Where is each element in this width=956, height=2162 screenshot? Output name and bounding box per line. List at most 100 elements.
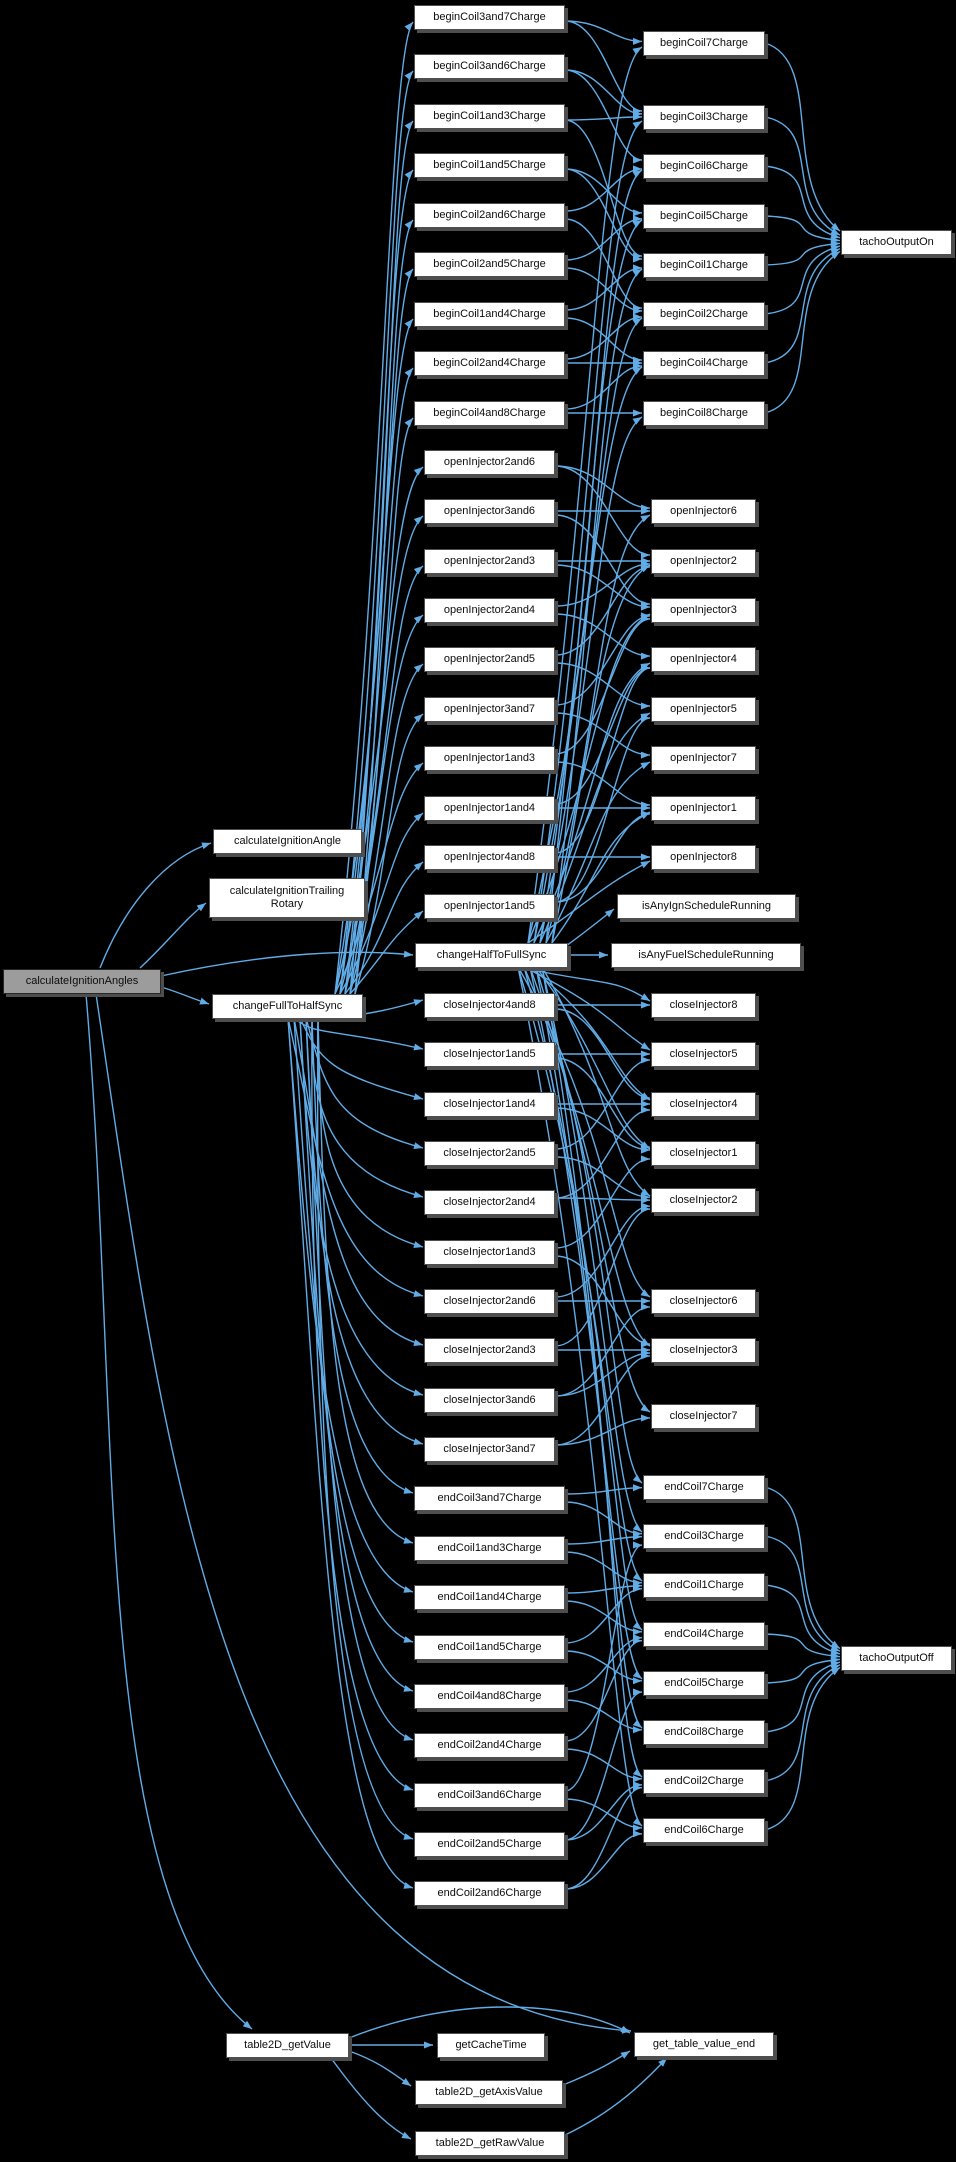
node-closeInjector3and7[interactable]: closeInjector3and7 xyxy=(424,1436,555,1462)
node-openInjector2and6[interactable]: openInjector2and6 xyxy=(424,449,555,475)
node-openInjector8[interactable]: openInjector8 xyxy=(651,844,756,870)
node-beginCoil1and4Charge[interactable]: beginCoil1and4Charge xyxy=(414,301,565,327)
node-openInjector1[interactable]: openInjector1 xyxy=(651,795,756,821)
node-openInjector1and3[interactable]: openInjector1and3 xyxy=(424,745,555,771)
node-closeInjector7[interactable]: closeInjector7 xyxy=(651,1403,756,1429)
edge-closeInjector1and5-closeInjector1 xyxy=(554,1057,651,1148)
node-endCoil1and4Charge[interactable]: endCoil1and4Charge xyxy=(414,1584,565,1610)
node-endCoil3and7Charge[interactable]: endCoil3and7Charge xyxy=(414,1485,565,1511)
node-calculateIgnitionTrailingRotary[interactable]: calculateIgnitionTrailing Rotary xyxy=(209,878,365,918)
arrowhead-closeInjector2and5-closeInjector5 xyxy=(641,1056,650,1064)
arrowhead-closeInjector4and8-closeInjector8 xyxy=(641,1001,650,1009)
node-endCoil2and5Charge[interactable]: endCoil2and5Charge xyxy=(414,1831,565,1857)
node-endCoil4and8Charge[interactable]: endCoil4and8Charge xyxy=(414,1683,565,1709)
node-beginCoil3and7Charge[interactable]: beginCoil3and7Charge xyxy=(414,4,565,30)
node-closeInjector3[interactable]: closeInjector3 xyxy=(651,1337,756,1363)
node-beginCoil1and5Charge[interactable]: beginCoil1and5Charge xyxy=(414,152,565,178)
node-openInjector2and4[interactable]: openInjector2and4 xyxy=(424,597,555,623)
node-endCoil2and6Charge[interactable]: endCoil2and6Charge xyxy=(414,1880,565,1906)
node-beginCoil2Charge[interactable]: beginCoil2Charge xyxy=(643,301,765,327)
node-changeFullToHalfSync[interactable]: changeFullToHalfSync xyxy=(212,993,363,1019)
node-openInjector1and5[interactable]: openInjector1and5 xyxy=(424,893,555,919)
node-table2D_getValue[interactable]: table2D_getValue xyxy=(226,2032,349,2058)
edge-closeInjector1and3-closeInjector3 xyxy=(554,1255,651,1345)
edge-openInjector2and3-openInjector3 xyxy=(554,564,651,608)
arrowhead-table2D_getRawValue-get_table_value_end xyxy=(658,2058,667,2067)
node-beginCoil4and8Charge[interactable]: beginCoil4and8Charge xyxy=(414,400,565,426)
node-tachoOutputOff[interactable]: tachoOutputOff xyxy=(841,1645,952,1671)
node-beginCoil3Charge[interactable]: beginCoil3Charge xyxy=(643,104,765,130)
edge-changeFullToHalfSync-beginCoil2and6Charge xyxy=(354,219,414,995)
node-closeInjector2[interactable]: closeInjector2 xyxy=(651,1187,756,1213)
node-table2D_getAxisValue[interactable]: table2D_getAxisValue xyxy=(415,2079,563,2105)
node-isAnyIgnScheduleRunning[interactable]: isAnyIgnScheduleRunning xyxy=(617,893,796,919)
node-endCoil5Charge[interactable]: endCoil5Charge xyxy=(643,1670,765,1696)
arrowhead-beginCoil1and5Charge-beginCoil5Charge xyxy=(633,209,642,217)
arrowhead-changeFullToHalfSync-beginCoil3and6Charge xyxy=(404,71,413,81)
node-endCoil2and4Charge[interactable]: endCoil2and4Charge xyxy=(414,1732,565,1758)
node-openInjector3[interactable]: openInjector3 xyxy=(651,597,756,623)
node-beginCoil8Charge[interactable]: beginCoil8Charge xyxy=(643,400,765,426)
node-openInjector1and4[interactable]: openInjector1and4 xyxy=(424,795,555,821)
node-endCoil3and6Charge[interactable]: endCoil3and6Charge xyxy=(414,1782,565,1808)
node-calculateIgnitionAngles[interactable]: calculateIgnitionAngles xyxy=(3,968,161,994)
node-closeInjector2and6[interactable]: closeInjector2and6 xyxy=(424,1288,555,1314)
node-closeInjector2and3[interactable]: closeInjector2and3 xyxy=(424,1337,555,1363)
node-closeInjector6[interactable]: closeInjector6 xyxy=(651,1288,756,1314)
node-endCoil1and3Charge[interactable]: endCoil1and3Charge xyxy=(414,1535,565,1561)
node-endCoil6Charge[interactable]: endCoil6Charge xyxy=(643,1817,765,1843)
node-getCacheTime[interactable]: getCacheTime xyxy=(437,2032,545,2058)
node-openInjector7[interactable]: openInjector7 xyxy=(651,745,756,771)
node-openInjector3and7[interactable]: openInjector3and7 xyxy=(424,696,555,722)
node-beginCoil7Charge[interactable]: beginCoil7Charge xyxy=(643,30,765,56)
node-table2D_getRawValue[interactable]: table2D_getRawValue xyxy=(415,2130,565,2156)
node-closeInjector4[interactable]: closeInjector4 xyxy=(651,1091,756,1117)
arrowhead-changeFullToHalfSync-closeInjector4and8 xyxy=(413,999,423,1006)
node-closeInjector1and3[interactable]: closeInjector1and3 xyxy=(424,1239,555,1265)
node-openInjector2[interactable]: openInjector2 xyxy=(651,548,756,574)
edge-changeFullToHalfSync-endCoil1and4Charge xyxy=(287,1017,414,1593)
node-changeHalfToFullSync[interactable]: changeHalfToFullSync xyxy=(415,942,568,968)
node-endCoil4Charge[interactable]: endCoil4Charge xyxy=(643,1621,765,1647)
node-closeInjector1and4[interactable]: closeInjector1and4 xyxy=(424,1091,555,1117)
node-beginCoil2and6Charge[interactable]: beginCoil2and6Charge xyxy=(414,202,565,228)
edge-openInjector1and5-openInjector5 xyxy=(554,717,651,903)
node-beginCoil2and4Charge[interactable]: beginCoil2and4Charge xyxy=(414,350,565,376)
node-beginCoil4Charge[interactable]: beginCoil4Charge xyxy=(643,350,765,376)
node-beginCoil1Charge[interactable]: beginCoil1Charge xyxy=(643,252,765,278)
node-endCoil3Charge[interactable]: endCoil3Charge xyxy=(643,1523,765,1549)
node-endCoil8Charge[interactable]: endCoil8Charge xyxy=(643,1719,765,1745)
node-closeInjector8[interactable]: closeInjector8 xyxy=(651,992,756,1018)
node-closeInjector2and5[interactable]: closeInjector2and5 xyxy=(424,1140,555,1166)
node-get_table_value_end[interactable]: get_table_value_end xyxy=(634,2031,774,2057)
node-openInjector6[interactable]: openInjector6 xyxy=(651,498,756,524)
node-openInjector3and6[interactable]: openInjector3and6 xyxy=(424,498,555,524)
node-beginCoil6Charge[interactable]: beginCoil6Charge xyxy=(643,153,765,179)
node-tachoOutputOn[interactable]: tachoOutputOn xyxy=(841,229,952,255)
node-closeInjector5[interactable]: closeInjector5 xyxy=(651,1041,756,1067)
node-beginCoil3and6Charge[interactable]: beginCoil3and6Charge xyxy=(414,53,565,79)
node-closeInjector1[interactable]: closeInjector1 xyxy=(651,1140,756,1166)
node-openInjector4and8[interactable]: openInjector4and8 xyxy=(424,844,555,870)
node-beginCoil1and3Charge[interactable]: beginCoil1and3Charge xyxy=(414,103,565,129)
edge-changeFullToHalfSync-beginCoil1and5Charge xyxy=(349,169,414,995)
node-closeInjector1and5[interactable]: closeInjector1and5 xyxy=(424,1041,555,1067)
node-endCoil2Charge[interactable]: endCoil2Charge xyxy=(643,1768,765,1794)
node-closeInjector4and8[interactable]: closeInjector4and8 xyxy=(424,992,555,1018)
edge-closeInjector2and4-closeInjector2 xyxy=(554,1197,651,1201)
node-closeInjector2and4[interactable]: closeInjector2and4 xyxy=(424,1189,555,1215)
node-openInjector2and5[interactable]: openInjector2and5 xyxy=(424,646,555,672)
node-openInjector4[interactable]: openInjector4 xyxy=(651,646,756,672)
node-openInjector2and3[interactable]: openInjector2and3 xyxy=(424,548,555,574)
node-endCoil7Charge[interactable]: endCoil7Charge xyxy=(643,1474,765,1500)
node-closeInjector3and6[interactable]: closeInjector3and6 xyxy=(424,1387,555,1413)
node-isAnyFuelScheduleRunning[interactable]: isAnyFuelScheduleRunning xyxy=(611,942,801,968)
edge-endCoil3and6Charge-endCoil3Charge xyxy=(564,1544,643,1792)
node-beginCoil2and5Charge[interactable]: beginCoil2and5Charge xyxy=(414,251,565,277)
edge-beginCoil3and7Charge-beginCoil3Charge xyxy=(564,20,643,112)
node-beginCoil5Charge[interactable]: beginCoil5Charge xyxy=(643,203,765,229)
node-openInjector5[interactable]: openInjector5 xyxy=(651,696,756,722)
node-calculateIgnitionAngle[interactable]: calculateIgnitionAngle xyxy=(213,828,362,854)
node-endCoil1and5Charge[interactable]: endCoil1and5Charge xyxy=(414,1634,565,1660)
node-endCoil1Charge[interactable]: endCoil1Charge xyxy=(643,1572,765,1598)
